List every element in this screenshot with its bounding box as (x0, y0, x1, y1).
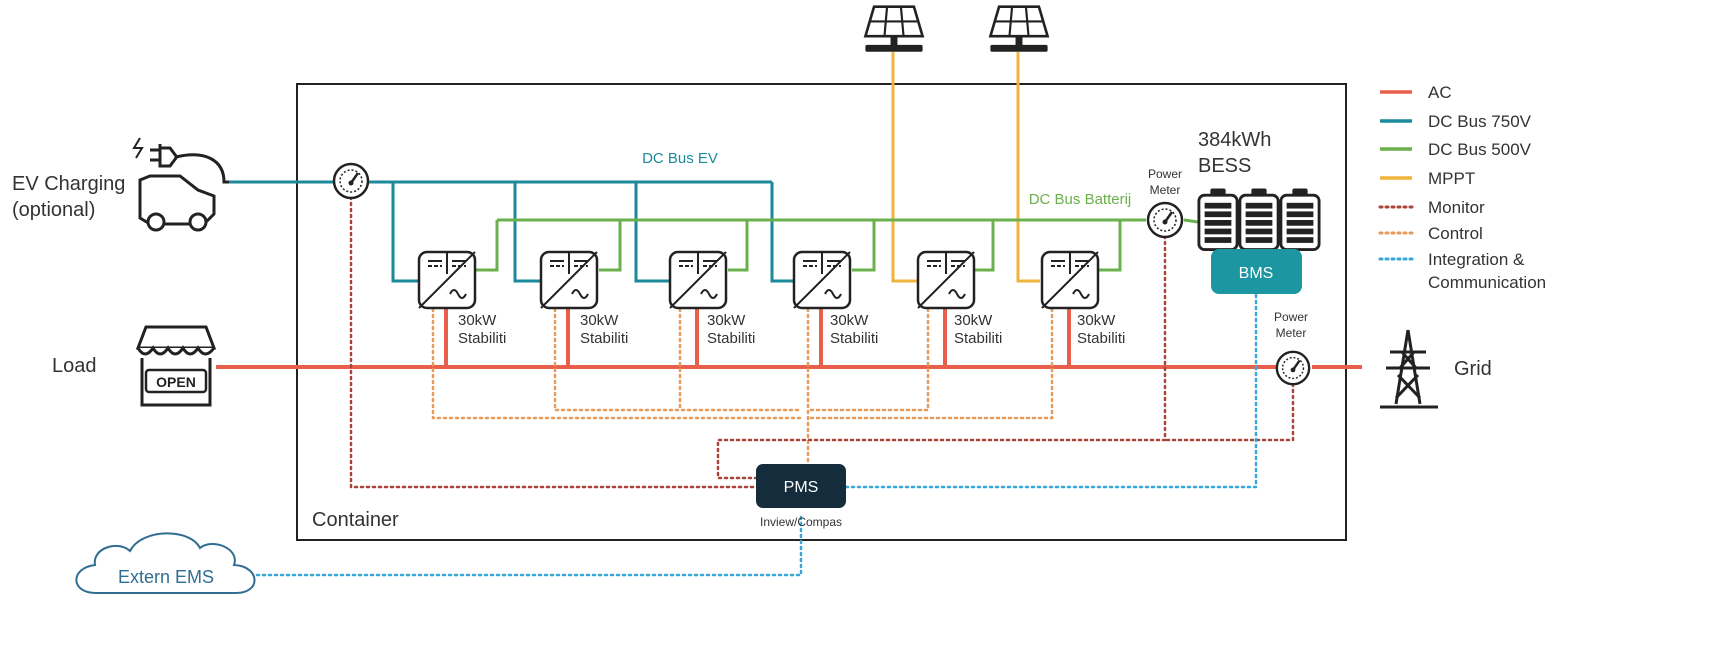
inverter-icon (417, 250, 477, 310)
battery-icon (1197, 188, 1239, 252)
power-meter-label: Power (1274, 310, 1308, 324)
solar-panel-icon (863, 5, 925, 54)
legend-label: DC Bus 750V (1428, 112, 1532, 131)
power-meter-icon (332, 162, 370, 200)
legend-label: MPPT (1428, 169, 1475, 188)
legend: AC DC Bus 750V DC Bus 500V MPPT MonitorContr… (1378, 83, 1546, 292)
inverter-icon (1040, 250, 1100, 310)
power-meter-label: Meter (1276, 326, 1307, 340)
power-meter-icon (1275, 350, 1311, 386)
battery-icon (1238, 188, 1280, 252)
dc-bus-500v-lines (476, 218, 1199, 272)
power-meter-label: Meter (1150, 183, 1181, 197)
converter-model: Stabiliti (580, 330, 628, 347)
bms-label: BMS (1239, 265, 1274, 282)
ev-optional-label: (optional) (12, 199, 95, 221)
container-frame (296, 83, 1347, 541)
converter-rating: 30kW (830, 312, 869, 329)
legend-label: AC (1428, 83, 1452, 102)
converter-rating: 30kW (707, 312, 746, 329)
extern-ems-label: Extern EMS (118, 567, 214, 587)
converter-model: Stabiliti (830, 330, 878, 347)
dc-bus-ev-label: DC Bus EV (642, 150, 718, 167)
pms-sublabel: Inview/Compas (760, 515, 842, 529)
converter-rating: 30kW (458, 312, 497, 329)
legend-label: DC Bus 500V (1428, 140, 1532, 159)
control-lines (431, 307, 1054, 464)
load-label: Load (52, 355, 97, 377)
legend-label: Communication (1428, 273, 1546, 292)
bess-capacity-label: 384kWh (1198, 129, 1271, 151)
ev-charger-icon (132, 137, 229, 232)
pms-label: PMS (784, 479, 819, 496)
converter-rating: 30kW (580, 312, 619, 329)
shop-icon (135, 325, 217, 407)
ac-lines (216, 309, 1362, 369)
pms-box (756, 464, 846, 508)
open-sign-text: OPEN (156, 374, 196, 390)
container-label: Container (312, 509, 399, 531)
solar-panel-icon (988, 5, 1050, 54)
ev-charging-label: EV Charging (12, 173, 125, 195)
converter-rating: 30kW (1077, 312, 1116, 329)
grid-pylon-icon (1380, 329, 1438, 409)
converter-model: Stabiliti (458, 330, 506, 347)
monitor-lines (349, 195, 1295, 489)
mppt-lines (891, 52, 1040, 283)
bess-label: BESS (1198, 155, 1251, 177)
power-meter-label: Power (1148, 167, 1182, 181)
converter-model: Stabiliti (954, 330, 1002, 347)
dc-bus-750v-lines (229, 180, 793, 283)
grid-label: Grid (1454, 358, 1492, 380)
legend-label: Monitor (1428, 198, 1485, 217)
bms-box (1211, 249, 1302, 294)
inverter-icon (668, 250, 728, 310)
power-meter-icon (1146, 201, 1184, 239)
cloud-icon (75, 532, 256, 594)
integration-lines (255, 292, 1258, 577)
battery-icon (1279, 188, 1321, 252)
legend-label: Integration & (1428, 250, 1525, 269)
converter-model: Stabiliti (1077, 330, 1125, 347)
inverter-icon (792, 250, 852, 310)
legend-label: Control (1428, 224, 1483, 243)
dc-bus-batterij-label: DC Bus Batterij (1029, 191, 1132, 208)
inverter-icon (916, 250, 976, 310)
inverter-icon (539, 250, 599, 310)
converter-rating: 30kW (954, 312, 993, 329)
converter-model: Stabiliti (707, 330, 755, 347)
